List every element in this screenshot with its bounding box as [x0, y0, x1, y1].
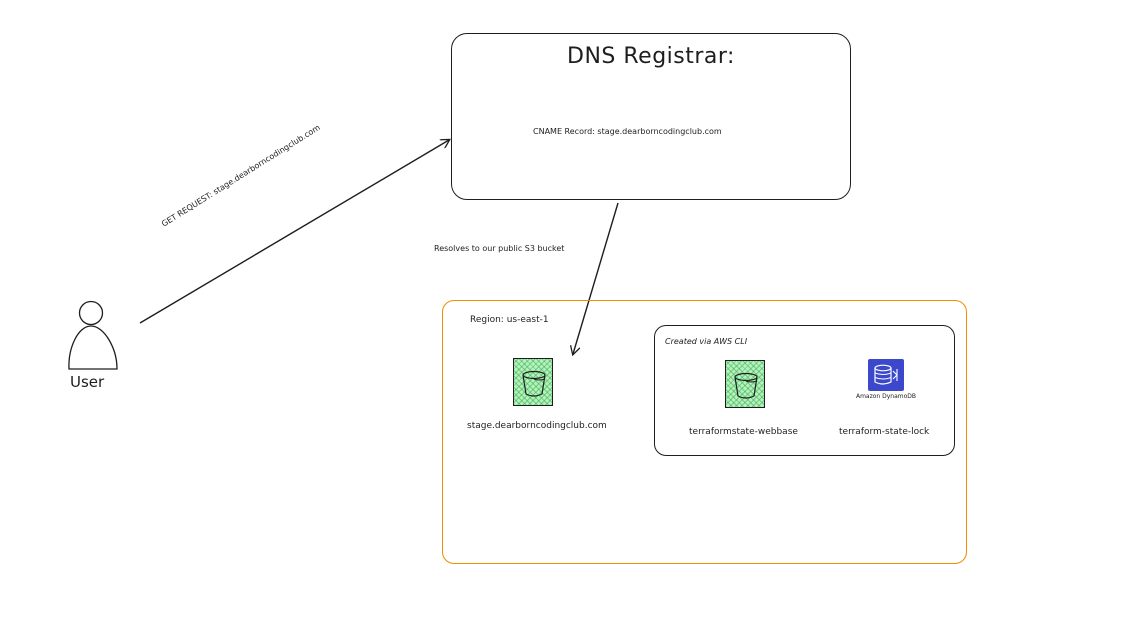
region-label: Region: us-east-1 — [470, 315, 549, 325]
cname-record-text: CNAME Record: stage.dearborncodingclub.c… — [533, 127, 722, 136]
dns-registrar-title: DNS Registrar: — [567, 44, 735, 69]
resolves-arrow — [573, 202, 619, 354]
dynamodb-icon — [868, 359, 904, 391]
s3-bucket-icon — [725, 360, 765, 408]
user-label: User — [70, 373, 105, 391]
region-box — [442, 300, 967, 564]
dynamodb-icon-caption: Amazon DynamoDB — [855, 393, 917, 400]
dynamodb-lock-label: terraform-state-lock — [839, 427, 930, 437]
bucket-terraformstate-label: terraformstate-webbase — [689, 427, 798, 437]
aws-cli-label: Created via AWS CLI — [665, 337, 748, 346]
resolves-label: Resolves to our public S3 bucket — [434, 244, 565, 253]
s3-bucket-icon — [513, 358, 553, 406]
user-icon — [68, 300, 118, 370]
get-request-arrow — [139, 140, 449, 324]
aws-cli-box — [654, 325, 955, 456]
bucket-stage-label: stage.dearborncodingclub.com — [467, 421, 607, 431]
dns-registrar-box — [451, 33, 851, 200]
